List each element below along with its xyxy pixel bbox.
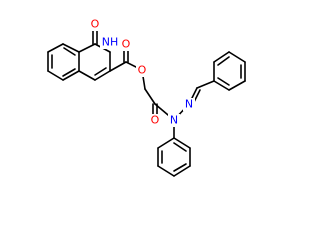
- ester-oxygen-label: O: [138, 64, 147, 77]
- hydrazide-nitrogen-label: N: [170, 114, 178, 127]
- benzylidene-phenyl-ring: [213, 51, 246, 91]
- lactam-nh-label: NH: [102, 36, 119, 49]
- benzo-ring: [47, 43, 80, 81]
- ester-carbonyl-oxygen-label: O: [122, 38, 131, 51]
- molecule-canvas: O NH O O O N N: [47, 18, 246, 177]
- n-phenyl-ring: [157, 137, 191, 177]
- imine-nitrogen-label: N: [185, 98, 193, 111]
- lactam-oxygen-label: O: [91, 18, 100, 31]
- atom-labels: O NH O O O N N: [89, 18, 195, 127]
- amide-oxygen-label: O: [151, 114, 160, 127]
- structure-diagram: O NH O O O N N: [47, 18, 246, 177]
- ester-group: [109, 45, 156, 105]
